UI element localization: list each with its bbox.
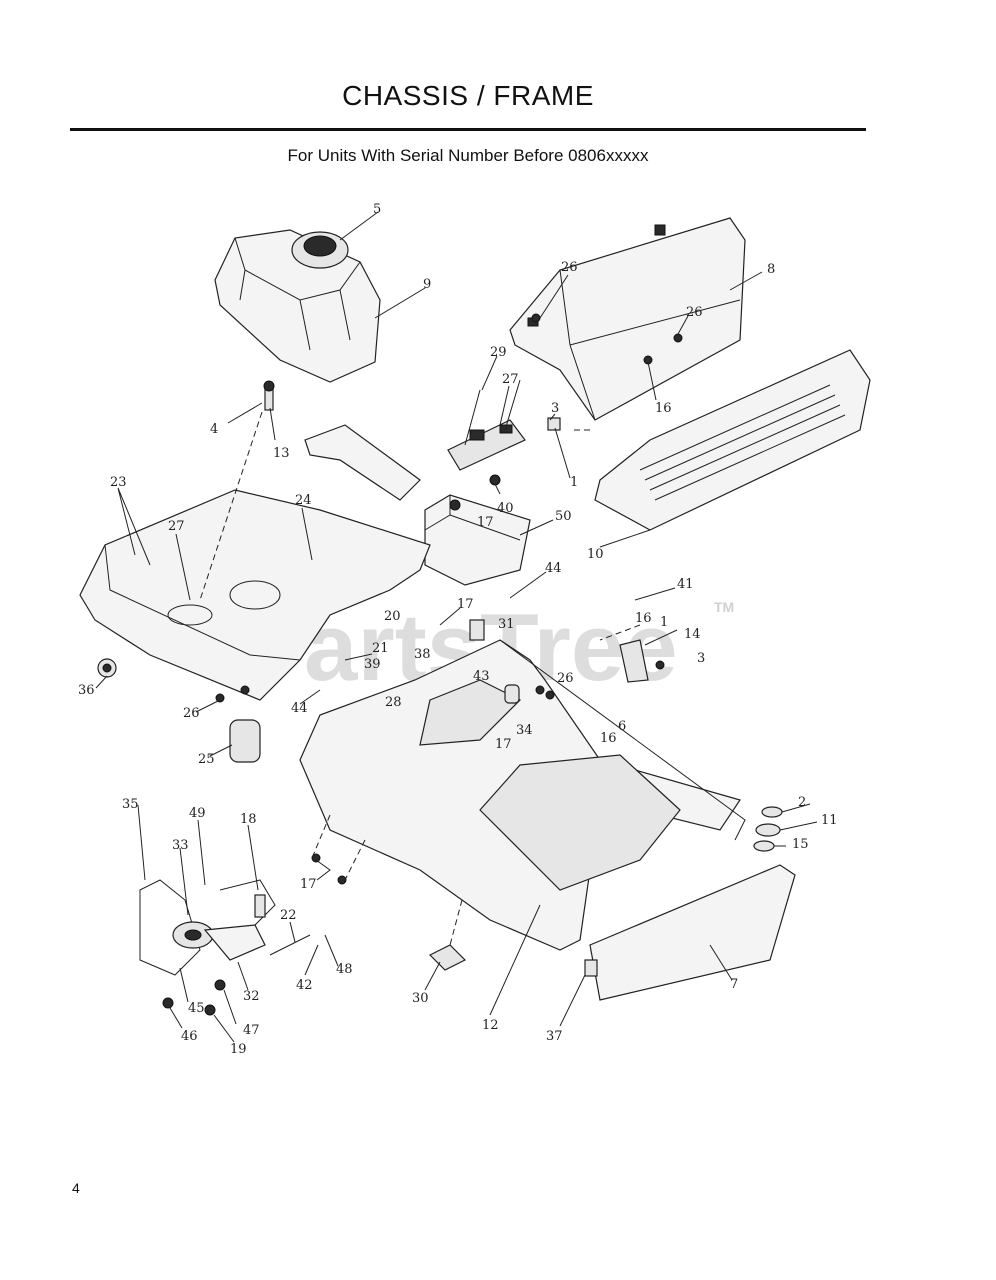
skid-plate [589, 864, 796, 1001]
callout-label: 23 [110, 475, 127, 490]
callout-label: 17 [477, 515, 494, 530]
callout-label: 39 [364, 657, 381, 672]
callout-label: 21 [372, 641, 389, 656]
callout-label: 3 [551, 401, 559, 416]
callout-label: 26 [183, 706, 200, 721]
callout-label: 50 [555, 509, 572, 524]
callout-label: 26 [686, 305, 703, 320]
callout-label: 49 [189, 806, 206, 821]
callout-label: 10 [587, 547, 604, 562]
callout-label: 30 [412, 991, 429, 1006]
callout-label: 36 [78, 683, 95, 698]
callout-label: 16 [635, 611, 652, 626]
callout-label: 8 [767, 262, 775, 277]
page-number: 4 [72, 1180, 80, 1196]
callout-label: 48 [336, 962, 353, 977]
washers-2-11-15 [753, 806, 783, 852]
callout-label: 19 [230, 1042, 247, 1057]
callout-label: 27 [168, 519, 185, 534]
callout-label: 20 [384, 609, 401, 624]
callout-label: 38 [414, 647, 431, 662]
title-rule [70, 128, 866, 131]
callout-label: 13 [273, 446, 290, 461]
callout-label: 9 [423, 277, 431, 292]
cooling-cover [594, 349, 871, 531]
grommet-25 [229, 719, 261, 763]
callout-label: 1 [570, 475, 578, 490]
fuel-tank [214, 229, 381, 383]
callout-label: 40 [497, 501, 514, 516]
callout-label: 6 [618, 719, 626, 734]
callout-label: 41 [677, 577, 694, 592]
belt-idler-assembly [139, 879, 311, 976]
callout-label: 12 [482, 1018, 499, 1033]
callout-label: 17 [457, 597, 474, 612]
callout-label: 25 [198, 752, 215, 767]
callout-label: 37 [546, 1029, 563, 1044]
callout-label: 24 [295, 493, 312, 508]
callout-label: 7 [730, 977, 738, 992]
callout-label: 44 [545, 561, 562, 576]
page-title: CHASSIS / FRAME [342, 80, 594, 111]
callout-label: 16 [655, 401, 672, 416]
callout-label: 29 [490, 345, 507, 360]
callout-label: 27 [502, 372, 519, 387]
callout-label: 32 [243, 989, 260, 1004]
callout-label: 31 [498, 617, 515, 632]
battery-box [424, 474, 531, 586]
watermark-tm: TM [714, 599, 734, 615]
grommet-36 [97, 658, 117, 678]
handle-frame [299, 639, 746, 951]
main-frame [79, 424, 431, 701]
leader-lines [95, 211, 818, 1043]
callout-label: 26 [557, 671, 574, 686]
callout-label: 26 [561, 260, 578, 275]
callout-label: 5 [373, 202, 381, 217]
callout-label: 18 [240, 812, 257, 827]
callout-label: 43 [473, 669, 490, 684]
seat-bracket [509, 217, 746, 421]
callout-label: 17 [495, 737, 512, 752]
page-subtitle: For Units With Serial Number Before 0806… [287, 146, 649, 165]
callout-label: 11 [821, 813, 838, 828]
callout-label: 22 [280, 908, 297, 923]
callout-label: 3 [697, 651, 705, 666]
callout-label: 15 [792, 837, 809, 852]
callout-labels: 5 9 4 13 26 8 26 29 27 3 16 1 23 24 27 4… [78, 202, 838, 1057]
callout-label: 33 [172, 838, 189, 853]
callout-label: 44 [291, 701, 308, 716]
callout-label: 47 [243, 1023, 260, 1038]
callout-label: 45 [188, 1001, 205, 1016]
fuel-valve [263, 380, 275, 411]
callout-label: 17 [300, 877, 317, 892]
callout-label: 35 [122, 797, 139, 812]
callout-label: 16 [600, 731, 617, 746]
callout-label: 42 [296, 978, 313, 993]
callout-label: 34 [516, 723, 533, 738]
callout-label: 1 [660, 615, 668, 630]
hardware [162, 313, 683, 1016]
callout-label: 2 [798, 795, 806, 810]
callout-label: 4 [210, 422, 218, 437]
switch-assembly [447, 379, 526, 471]
callout-label: 28 [385, 695, 402, 710]
callout-label: 14 [684, 627, 701, 642]
callout-label: 46 [181, 1029, 198, 1044]
